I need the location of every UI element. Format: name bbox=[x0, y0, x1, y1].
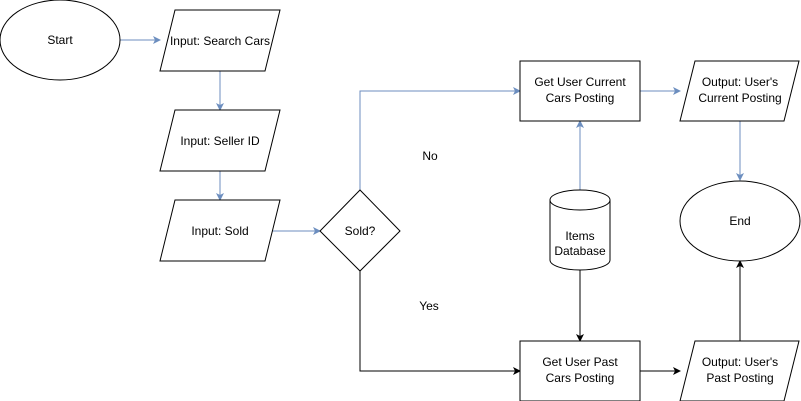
items-database-label-2: Database bbox=[554, 244, 606, 258]
output-current-posting-node: Output: User's Current Posting bbox=[679, 60, 800, 122]
edge-decision-yes-to-past bbox=[359, 271, 521, 375]
output-past-posting-node: Output: User's Past Posting bbox=[679, 340, 800, 401]
output-past-posting-label-1: Output: User's bbox=[702, 355, 778, 369]
output-current-posting-label-1: Output: User's bbox=[702, 75, 778, 89]
output-current-posting-label-2: Current Posting bbox=[698, 91, 781, 105]
end-label: End bbox=[729, 214, 750, 228]
decision-sold-node: Sold? bbox=[319, 189, 401, 272]
input-search-cars-label: Input: Search Cars bbox=[170, 34, 270, 48]
edge-label-no: No bbox=[422, 149, 438, 163]
edge-decision-no-to-current bbox=[359, 87, 521, 190]
start-node: Start bbox=[0, 0, 121, 81]
get-past-posting-label-1: Get User Past bbox=[542, 355, 618, 369]
input-seller-id-label: Input: Seller ID bbox=[180, 134, 260, 148]
get-current-posting-label-2: Cars Posting bbox=[546, 91, 615, 105]
input-sold-node: Input: Sold bbox=[159, 199, 281, 262]
decision-sold-label: Sold? bbox=[345, 224, 376, 238]
items-database-label-1: Items bbox=[565, 229, 594, 243]
start-label: Start bbox=[47, 33, 73, 47]
input-sold-label: Input: Sold bbox=[191, 224, 248, 238]
input-seller-id-node: Input: Seller ID bbox=[159, 109, 281, 172]
get-past-posting-node: Get User Past Cars Posting bbox=[519, 340, 641, 401]
get-current-posting-node: Get User Current Cars Posting bbox=[519, 60, 641, 122]
edge-label-yes: Yes bbox=[419, 299, 439, 313]
output-past-posting-label-2: Past Posting bbox=[706, 371, 773, 385]
get-past-posting-label-2: Cars Posting bbox=[546, 371, 615, 385]
edges bbox=[120, 36, 744, 375]
items-database-node: Items Database bbox=[549, 189, 611, 271]
input-search-cars-node: Input: Search Cars bbox=[159, 9, 281, 72]
end-node: End bbox=[679, 180, 801, 262]
get-current-posting-label-1: Get User Current bbox=[534, 75, 626, 89]
